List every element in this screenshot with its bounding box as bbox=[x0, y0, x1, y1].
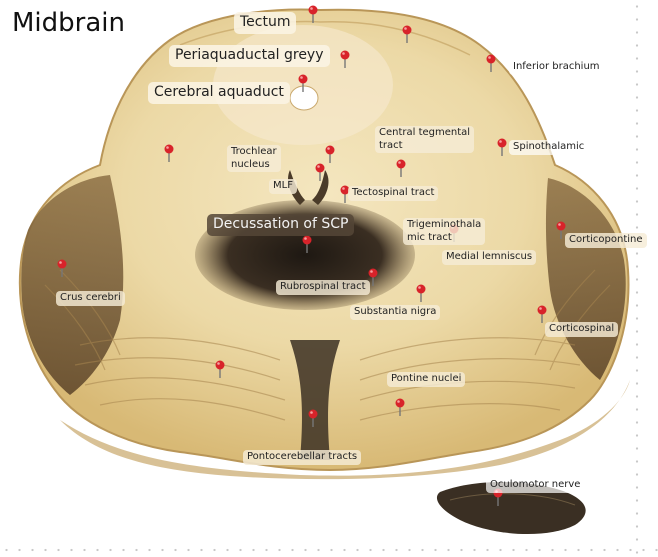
pin-icon bbox=[302, 235, 312, 253]
pin-icon bbox=[308, 5, 318, 23]
label-line: nucleus bbox=[231, 158, 270, 170]
pin-icon bbox=[416, 284, 426, 302]
label-periaqueductal-grey: Periaquaductal greyy bbox=[169, 45, 330, 67]
background-dots-bottom bbox=[0, 548, 658, 552]
label-spinothalamic: Spinothalamic bbox=[509, 140, 589, 155]
label-line: Trochlear bbox=[231, 146, 277, 157]
page-title: Midbrain bbox=[12, 8, 125, 38]
pin-icon bbox=[298, 74, 308, 92]
pin-icon bbox=[164, 144, 174, 162]
pin-icon bbox=[308, 409, 318, 427]
label-corticopontine: Corticopontine bbox=[565, 233, 647, 248]
label-pontocerebellar-tracts: Pontocerebellar tracts bbox=[243, 450, 362, 465]
label-tectum: Tectum bbox=[234, 12, 297, 34]
pin-icon bbox=[57, 259, 67, 277]
label-cerebral-aqueduct: Cerebral aquaduct bbox=[148, 82, 290, 104]
label-pontine-nuclei: Pontine nuclei bbox=[387, 372, 466, 387]
pin-icon bbox=[340, 50, 350, 68]
pin-icon bbox=[402, 25, 412, 43]
label-oculomotor-nerve: Oculomotor nerve bbox=[486, 478, 585, 493]
pin-icon bbox=[486, 54, 496, 72]
label-mlf: MLF bbox=[269, 179, 297, 194]
label-trochlear-nucleus: Trochlear nucleus bbox=[227, 145, 281, 172]
pin-icon bbox=[325, 145, 335, 163]
label-rubrospinal-tract: Rubrospinal tract bbox=[276, 280, 370, 295]
label-line: Central tegmental bbox=[379, 127, 471, 138]
pin-icon bbox=[395, 398, 405, 416]
pin-icon bbox=[315, 163, 325, 181]
pin-icon bbox=[497, 138, 507, 156]
label-corticospinal: Corticospinal bbox=[545, 322, 619, 337]
pin-icon bbox=[537, 305, 547, 323]
label-medial-lemniscus: Medial lemniscus bbox=[442, 250, 537, 265]
label-crus-cerebri: Crus cerebri bbox=[56, 291, 125, 306]
pin-icon bbox=[396, 159, 406, 177]
label-line: Trigeminothala bbox=[407, 219, 482, 230]
label-central-tegmental-tract: Central tegmental tract bbox=[375, 126, 475, 153]
pin-icon bbox=[368, 268, 378, 286]
label-inferior-brachium: Inferior brachium bbox=[509, 60, 604, 75]
label-decussation-scp: Decussation of SCP bbox=[207, 214, 355, 236]
pin-icon bbox=[340, 185, 350, 203]
pin-icon bbox=[215, 360, 225, 378]
label-line: tract bbox=[379, 139, 403, 151]
label-line: mic tract bbox=[407, 231, 452, 243]
label-substantia-nigra: Substantia nigra bbox=[350, 305, 441, 320]
label-tectospinal-tract: Tectospinal tract bbox=[348, 186, 439, 201]
pin-icon bbox=[556, 221, 566, 239]
background-dots-right bbox=[632, 0, 642, 557]
label-trigeminothalamic-tract: Trigeminothala mic tract bbox=[403, 218, 486, 245]
